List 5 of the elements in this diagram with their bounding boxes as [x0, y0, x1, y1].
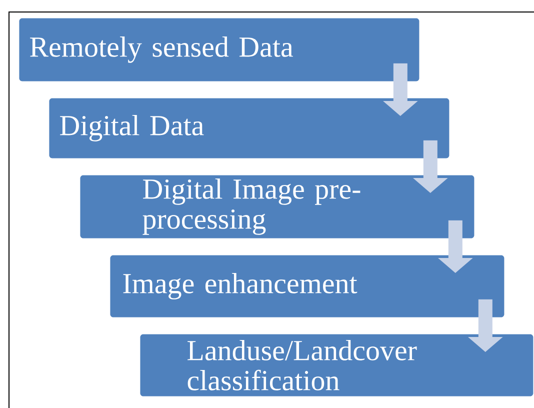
- process-box: Remotely sensed Data: [19, 18, 420, 82]
- process-box: Digital Data: [49, 98, 450, 158]
- process-box: Landuse/Landcover classification: [140, 334, 534, 396]
- process-box: Image enhancement: [110, 255, 504, 318]
- process-box: Digital Image pre-processing: [80, 175, 474, 238]
